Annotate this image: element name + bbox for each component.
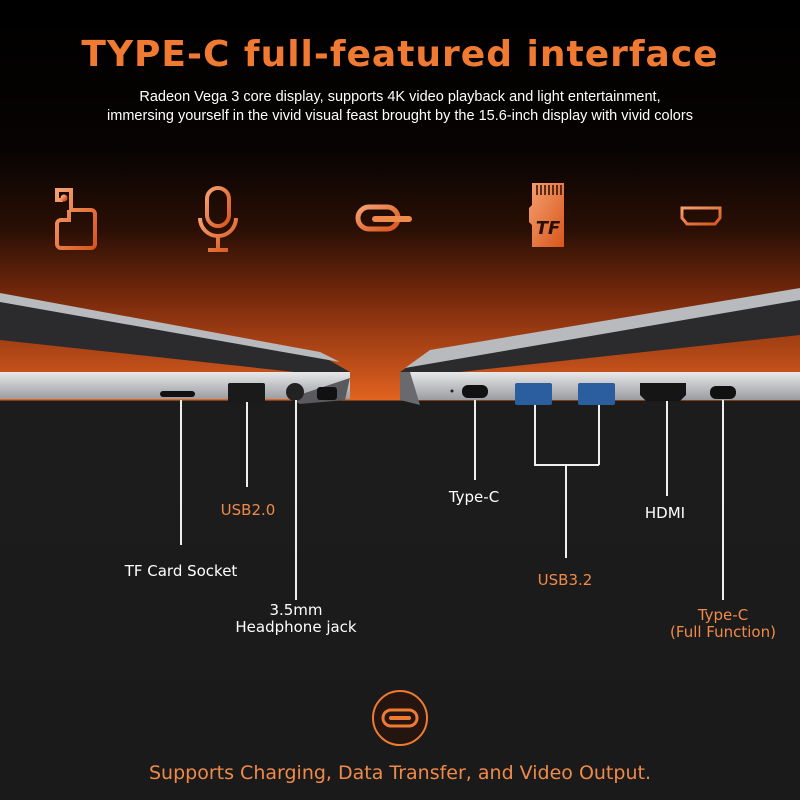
- usb-drive-icon: [55, 188, 97, 250]
- type-c-badge-icon: [372, 690, 428, 746]
- label-usb20: USB2.0: [220, 501, 276, 519]
- label-headphone-2: Headphone jack: [235, 618, 357, 636]
- callout-line-type-c: [474, 400, 476, 480]
- label-type-c-full-1: Type-C: [697, 606, 749, 624]
- callout-line-hdmi: [666, 401, 668, 496]
- callout-line-usb32: [565, 465, 567, 558]
- callout-line-usb32-b: [598, 405, 600, 465]
- label-type-c: Type-C: [448, 488, 500, 506]
- left-laptop: [0, 293, 350, 405]
- subtitle-line-1: Radeon Vega 3 core display, supports 4K …: [139, 89, 661, 105]
- label-usb32: USB3.2: [537, 571, 593, 589]
- label-tf-card: TF Card Socket: [124, 562, 238, 580]
- callout-line-headphone: [295, 400, 297, 600]
- label-headphone-1: 3.5mm: [269, 601, 323, 619]
- type-c-port-icon: [355, 204, 412, 232]
- right-laptop: [400, 288, 800, 405]
- label-type-c-full-2: (Full Function): [670, 623, 776, 641]
- callout-line-usb32-a: [534, 405, 536, 465]
- microphone-icon: [198, 186, 238, 252]
- callout-bracket-usb32: [534, 464, 599, 466]
- subtitle-line-2: immersing yourself in the vivid visual f…: [107, 108, 693, 124]
- callout-line-tf: [180, 400, 182, 545]
- hdmi-port-icon: [680, 206, 722, 226]
- tf-icon-text: TF: [536, 218, 561, 239]
- footer-text: Supports Charging, Data Transfer, and Vi…: [149, 762, 651, 784]
- page-title: TYPE-C full-featured interface: [81, 34, 719, 75]
- tf-card-icon: TF: [529, 183, 564, 247]
- callout-line-type-c-full: [722, 400, 724, 600]
- label-hdmi: HDMI: [644, 504, 686, 522]
- callout-line-usb20: [246, 402, 248, 487]
